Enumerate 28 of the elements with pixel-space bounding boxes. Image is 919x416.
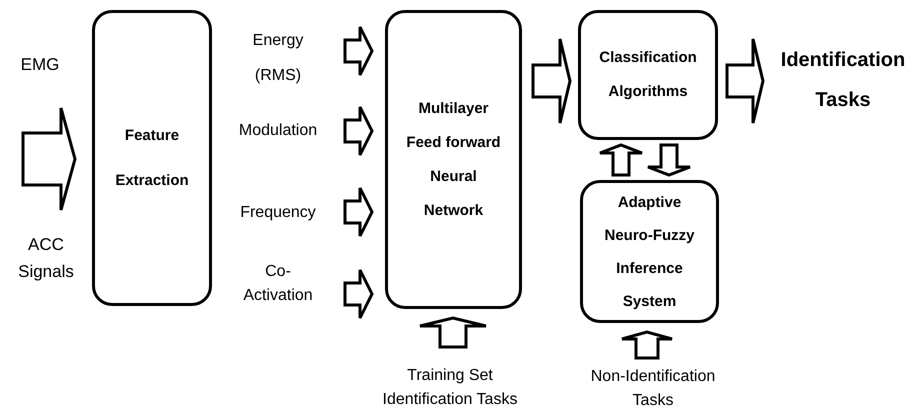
- block-arrow: [22, 106, 77, 212]
- block-arrow: [344, 26, 374, 76]
- block-arrow: [344, 268, 374, 320]
- block-arrow: [726, 38, 765, 124]
- block-arrow: [620, 330, 674, 360]
- process-box: [92, 10, 212, 306]
- node-label: Energy (RMS): [252, 31, 304, 86]
- block-arrow: [344, 186, 374, 238]
- node-label: Training Set Identification Tasks: [382, 366, 518, 410]
- node-label: Modulation: [238, 121, 318, 141]
- block-arrow: [418, 316, 488, 348]
- node-label: Classification Algorithms: [598, 48, 698, 102]
- node-label: Non-Identification Tasks: [590, 367, 716, 411]
- signal-label: ACC Signals: [17, 234, 75, 283]
- node-label: Co-Activation: [242, 262, 314, 306]
- node-label: Feature Extraction: [114, 126, 190, 191]
- node-label: Identification Tasks: [780, 48, 906, 113]
- block-arrow: [532, 38, 572, 124]
- node-label: Multilayer Feed forward Neural Network: [405, 98, 502, 220]
- node-label: Frequency: [239, 203, 317, 223]
- block-arrow: [646, 144, 692, 177]
- process-box: [385, 10, 522, 309]
- process-box: [578, 10, 718, 140]
- block-arrow: [598, 143, 644, 176]
- node-label: Adaptive Neuro-Fuzzy Inference System: [604, 192, 696, 312]
- block-arrow: [344, 106, 374, 156]
- process-box: [580, 180, 719, 323]
- signal-label: EMG: [20, 54, 60, 76]
